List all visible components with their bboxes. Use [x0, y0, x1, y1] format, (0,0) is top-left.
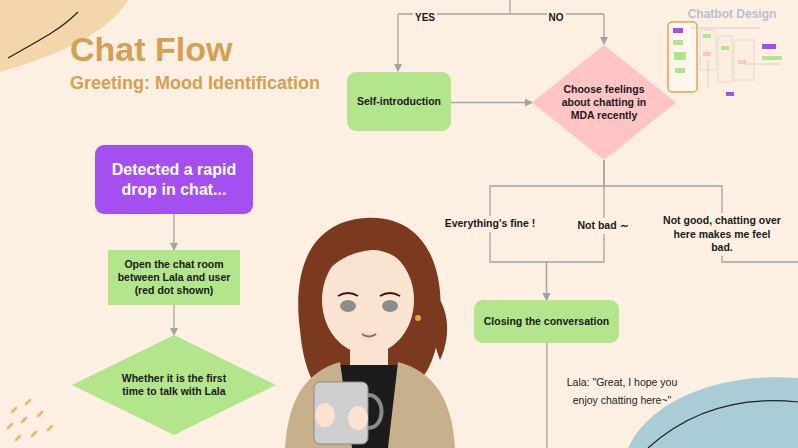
node-text: Detected a rapid drop in chat... — [106, 160, 242, 200]
connector — [173, 305, 174, 335]
branch-label: YES — [408, 7, 442, 25]
node-text: Choose feelings about chatting in MDA re… — [559, 83, 649, 122]
connector — [173, 214, 174, 250]
trigger-box: Detected a rapid drop in chat... — [95, 145, 253, 214]
connector — [451, 102, 532, 103]
process-box: Closing the conversation — [474, 300, 619, 343]
dash-dots — [8, 400, 52, 440]
flow-lines — [398, 0, 798, 448]
text-column: Choose feelings about chatting in MDA re… — [559, 83, 649, 122]
branch-label: NO — [541, 7, 571, 25]
note: Lala: "Great, I hope you enjoy chatting … — [560, 372, 684, 408]
minimap — [668, 22, 782, 96]
diamond-outline — [72, 335, 276, 435]
node-text: Open the chat room between Lala and user… — [113, 258, 235, 297]
note-text: Lala: "Great, I hope you enjoy chatting … — [567, 376, 678, 406]
text-column: Open the chat room between Lala and user… — [113, 258, 235, 297]
girl-illustration — [285, 218, 455, 448]
decision-diamond: Whether it is the first time to talk wit… — [72, 335, 276, 435]
node-text: Closing the conversation — [479, 315, 614, 328]
branch-label: Not good, chatting over here makes me fe… — [660, 213, 784, 256]
node-content: Closing the conversation — [474, 300, 619, 343]
subtitle-text: Greeting: Mood Identification — [70, 73, 320, 93]
watermark-text: Chatbot Design — [688, 7, 777, 21]
text-column: Whether it is the first time to talk wit… — [118, 372, 230, 398]
process-box: Open the chat room between Lala and user… — [108, 250, 240, 305]
node-content: Detected a rapid drop in chat... — [95, 145, 253, 214]
node-content: Whether it is the first time to talk wit… — [72, 335, 276, 435]
watermark: Chatbot Design — [672, 4, 792, 23]
branch-label-text: YES — [413, 10, 437, 25]
diamond-outline — [532, 45, 676, 160]
branch-label: Not bad ～ — [570, 215, 638, 234]
corner-curve — [648, 401, 798, 448]
process-box: Self-introduction — [347, 72, 451, 131]
text-column: Self-introduction — [351, 95, 447, 108]
node-text: Whether it is the first time to talk wit… — [118, 372, 230, 398]
branch-label-text: NO — [547, 10, 566, 25]
subtitle: Greeting: Mood Identification — [70, 72, 370, 95]
branch-label-text: Everything's fine ! — [443, 216, 538, 232]
node-content: Self-introduction — [347, 72, 451, 131]
title: Chat Flow — [70, 30, 232, 69]
branch-label-text: Not good, chatting over here makes me fe… — [660, 213, 784, 256]
text-column: Detected a rapid drop in chat... — [106, 160, 242, 200]
text-column: Closing the conversation — [479, 315, 614, 328]
decision-diamond: Choose feelings about chatting in MDA re… — [532, 45, 676, 160]
corner-curve — [8, 12, 78, 58]
node-content: Choose feelings about chatting in MDA re… — [532, 45, 676, 160]
node-content: Open the chat room between Lala and user… — [108, 250, 240, 305]
branch-label: Everything's fine ! — [438, 213, 542, 232]
node-text: Self-introduction — [351, 95, 447, 108]
branch-label-text: Not bad ～ — [576, 218, 633, 234]
